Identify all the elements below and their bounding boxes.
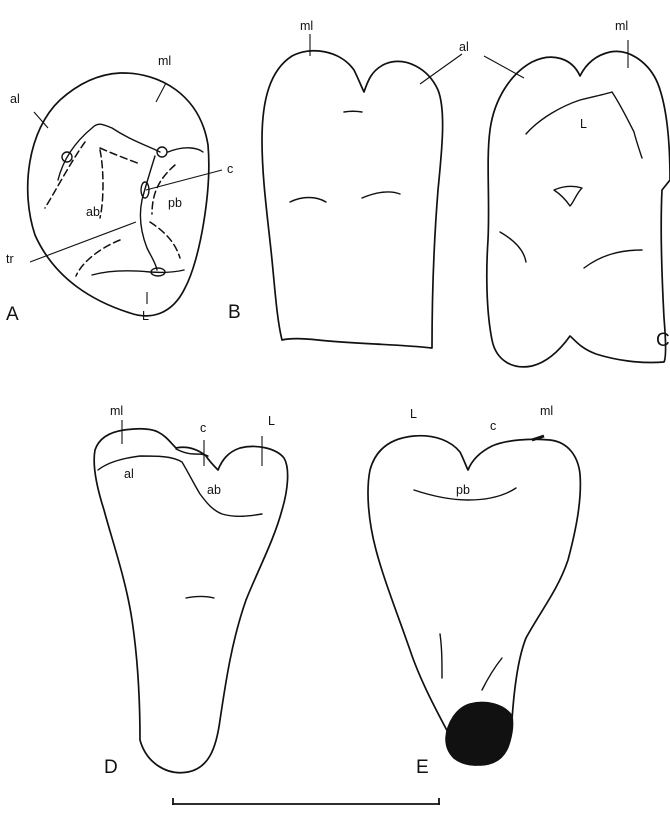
panel-c-mark-1 [500,232,526,262]
panel-b-mark-2 [290,198,326,203]
panel-e-label-c: c [490,419,496,433]
panel-a-label-pb: pb [168,196,182,210]
panel-e-root-tip-blackened [446,703,512,766]
panel-b-label-al: al [459,40,469,54]
panel-b-mark-3 [362,192,400,198]
panel-c-letter: C [656,330,670,351]
panel-c-tooth-outline [487,51,670,366]
panel-d-crest-lower [98,456,262,516]
panel-c-pit [554,186,582,206]
panel-c-label-l: L [580,117,587,131]
panel-e-mark-2 [482,658,502,690]
panel-a-ridge-anterior [58,124,160,180]
panel-d-label-c: c [200,421,206,435]
panel-d: ml c L al ab D [94,404,288,778]
panel-a-dash-6 [76,240,120,276]
panel-d-label-l: L [268,414,275,428]
panel-b-mark-1 [344,111,362,112]
panel-a-label-ml: ml [158,54,171,68]
scale-bar [172,798,440,805]
panel-a-label-ab: ab [86,205,100,219]
panel-a-dash-2 [100,148,140,164]
panel-d-label-ml: ml [110,404,123,418]
panel-a-label-l: L [142,309,149,323]
panel-a-dash-3 [100,150,103,218]
panel-a: al ml c ab pb tr L A [6,54,233,325]
panel-a-dash-5 [150,222,180,258]
panel-e: L c ml pb E [368,404,580,778]
panel-a-leader-c [146,170,222,190]
panel-a-label-c: c [227,162,233,176]
panel-e-label-ml: ml [540,404,553,418]
panel-e-letter: E [416,757,429,778]
panel-d-crest-upper [176,449,208,456]
panel-a-ridge-lower [92,270,184,275]
panel-e-label-l: L [410,407,417,421]
panel-c-label-ml: ml [615,19,628,33]
panel-a-leader-ml [156,83,166,102]
panel-a-letter: A [6,304,19,325]
panel-a-central-crest [140,156,157,270]
panel-d-label-ab: ab [207,483,221,497]
panel-a-label-tr: tr [6,252,14,266]
panel-a-leader-tr [30,222,136,262]
panel-c-leader-al [484,56,524,78]
panel-d-letter: D [104,757,118,778]
panel-e-mark-1 [440,634,442,678]
panel-c-mark-2 [584,250,642,268]
panel-b-letter: B [228,302,241,323]
panel-b-label-ml: ml [300,19,313,33]
panel-a-label-al: al [10,92,20,106]
panel-a-crown-outline [28,73,209,316]
panel-c: ml L C [484,19,670,367]
panel-d-mark [186,597,214,599]
panel-e-label-pb: pb [456,483,470,497]
panel-d-label-al: al [124,467,134,481]
panel-b-leader-al [420,54,462,84]
panel-a-ridge-right [168,148,203,152]
panel-b: ml al B [228,19,469,348]
panel-b-tooth-outline [262,51,443,348]
